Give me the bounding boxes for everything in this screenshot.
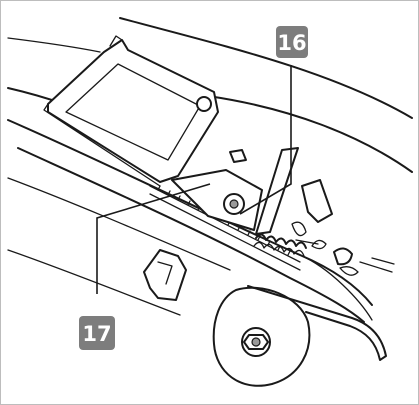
callout-badge-17: 17 (79, 316, 115, 350)
callout-17-box (79, 316, 115, 350)
hinged-cover (43, 35, 219, 187)
leader-17 (96, 183, 211, 294)
right-small-parts (291, 179, 395, 276)
callout-badge-16: 16 (276, 26, 308, 58)
coil-spring (253, 233, 307, 257)
vertical-rod (255, 147, 299, 235)
leader-16 (239, 65, 292, 215)
leader-lines (96, 65, 292, 294)
callout-16-box (276, 26, 308, 58)
callout-16-number: 16 (277, 31, 306, 55)
rail-clip (143, 249, 187, 301)
slider-block (171, 149, 263, 231)
callout-17-number: 17 (82, 322, 111, 346)
pivot-bracket (212, 285, 387, 387)
